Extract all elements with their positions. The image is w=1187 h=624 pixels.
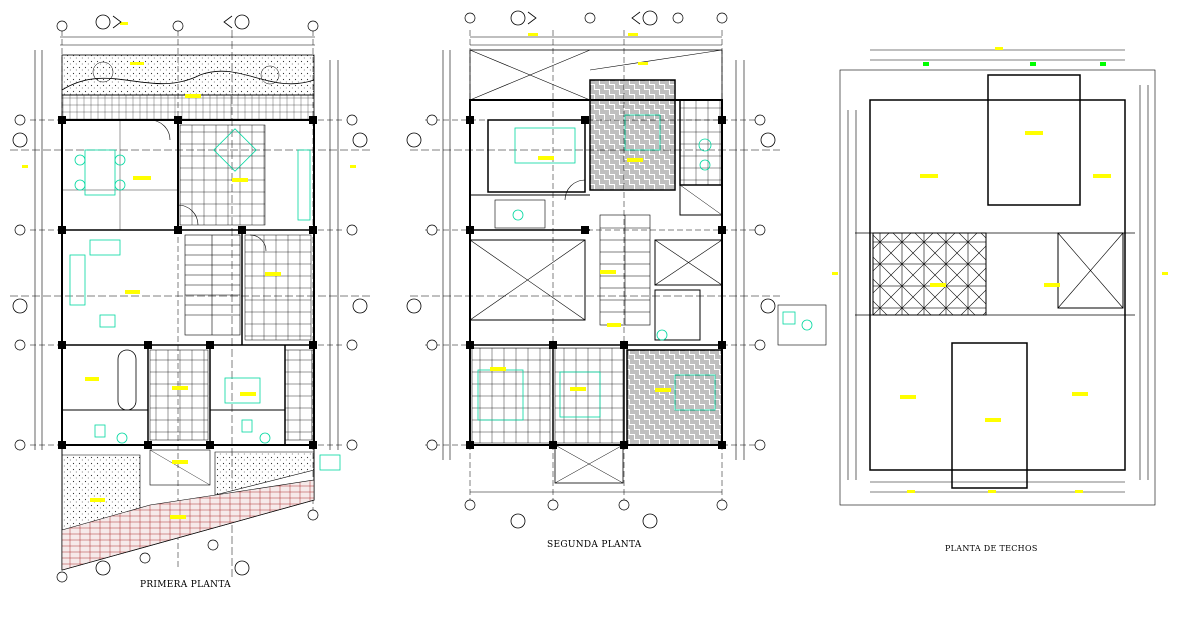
second-floor-title: SEGUNDA PLANTA <box>547 540 642 550</box>
first-floor-title: PRIMERA PLANTA <box>140 580 231 590</box>
roof-plan <box>839 49 1156 506</box>
grid-markers <box>14 12 766 583</box>
second-floor-plan <box>410 30 827 510</box>
section-markers <box>12 10 776 576</box>
annotation-labels <box>22 22 1168 519</box>
roof-plan-title: PLANTA DE TECHOS <box>945 544 1038 553</box>
first-floor-plan <box>10 30 370 580</box>
